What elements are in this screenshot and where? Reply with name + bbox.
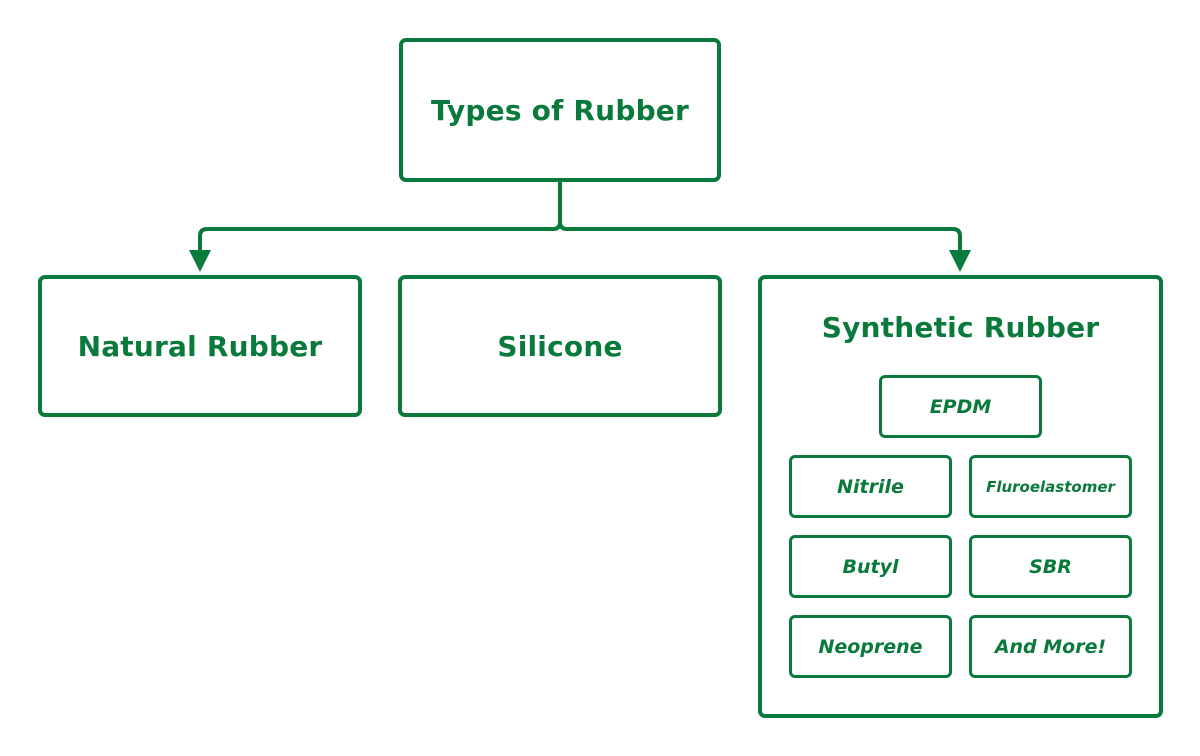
root-node: Types of Rubber xyxy=(399,38,721,182)
arrowhead-synthetic-rubber xyxy=(949,250,971,272)
and-more-label: And More! xyxy=(994,635,1107,658)
and-more-node: And More! xyxy=(969,615,1132,678)
arrow-to-natural-rubber xyxy=(198,221,562,252)
fluoroelastomer-node: Fluroelastomer xyxy=(969,455,1132,518)
synthetic-rubber-label: Synthetic Rubber xyxy=(821,311,1100,344)
butyl-label: Butyl xyxy=(842,555,899,578)
silicone-node: Silicone xyxy=(398,275,722,417)
natural-rubber-node: Natural Rubber xyxy=(38,275,362,417)
sbr-node: SBR xyxy=(969,535,1132,598)
arrowhead-natural-rubber xyxy=(189,250,211,272)
silicone-label: Silicone xyxy=(497,329,623,363)
arrow-to-synthetic-rubber xyxy=(558,221,962,252)
epdm-node: EPDM xyxy=(879,375,1042,438)
fluoroelastomer-label: Fluroelastomer xyxy=(986,477,1115,496)
neoprene-node: Neoprene xyxy=(789,615,952,678)
neoprene-label: Neoprene xyxy=(818,635,923,658)
natural-rubber-label: Natural Rubber xyxy=(77,329,323,363)
sbr-label: SBR xyxy=(1029,555,1072,578)
nitrile-node: Nitrile xyxy=(789,455,952,518)
butyl-node: Butyl xyxy=(789,535,952,598)
root-label: Types of Rubber xyxy=(430,93,690,127)
epdm-label: EPDM xyxy=(929,395,992,418)
nitrile-label: Nitrile xyxy=(837,475,904,498)
